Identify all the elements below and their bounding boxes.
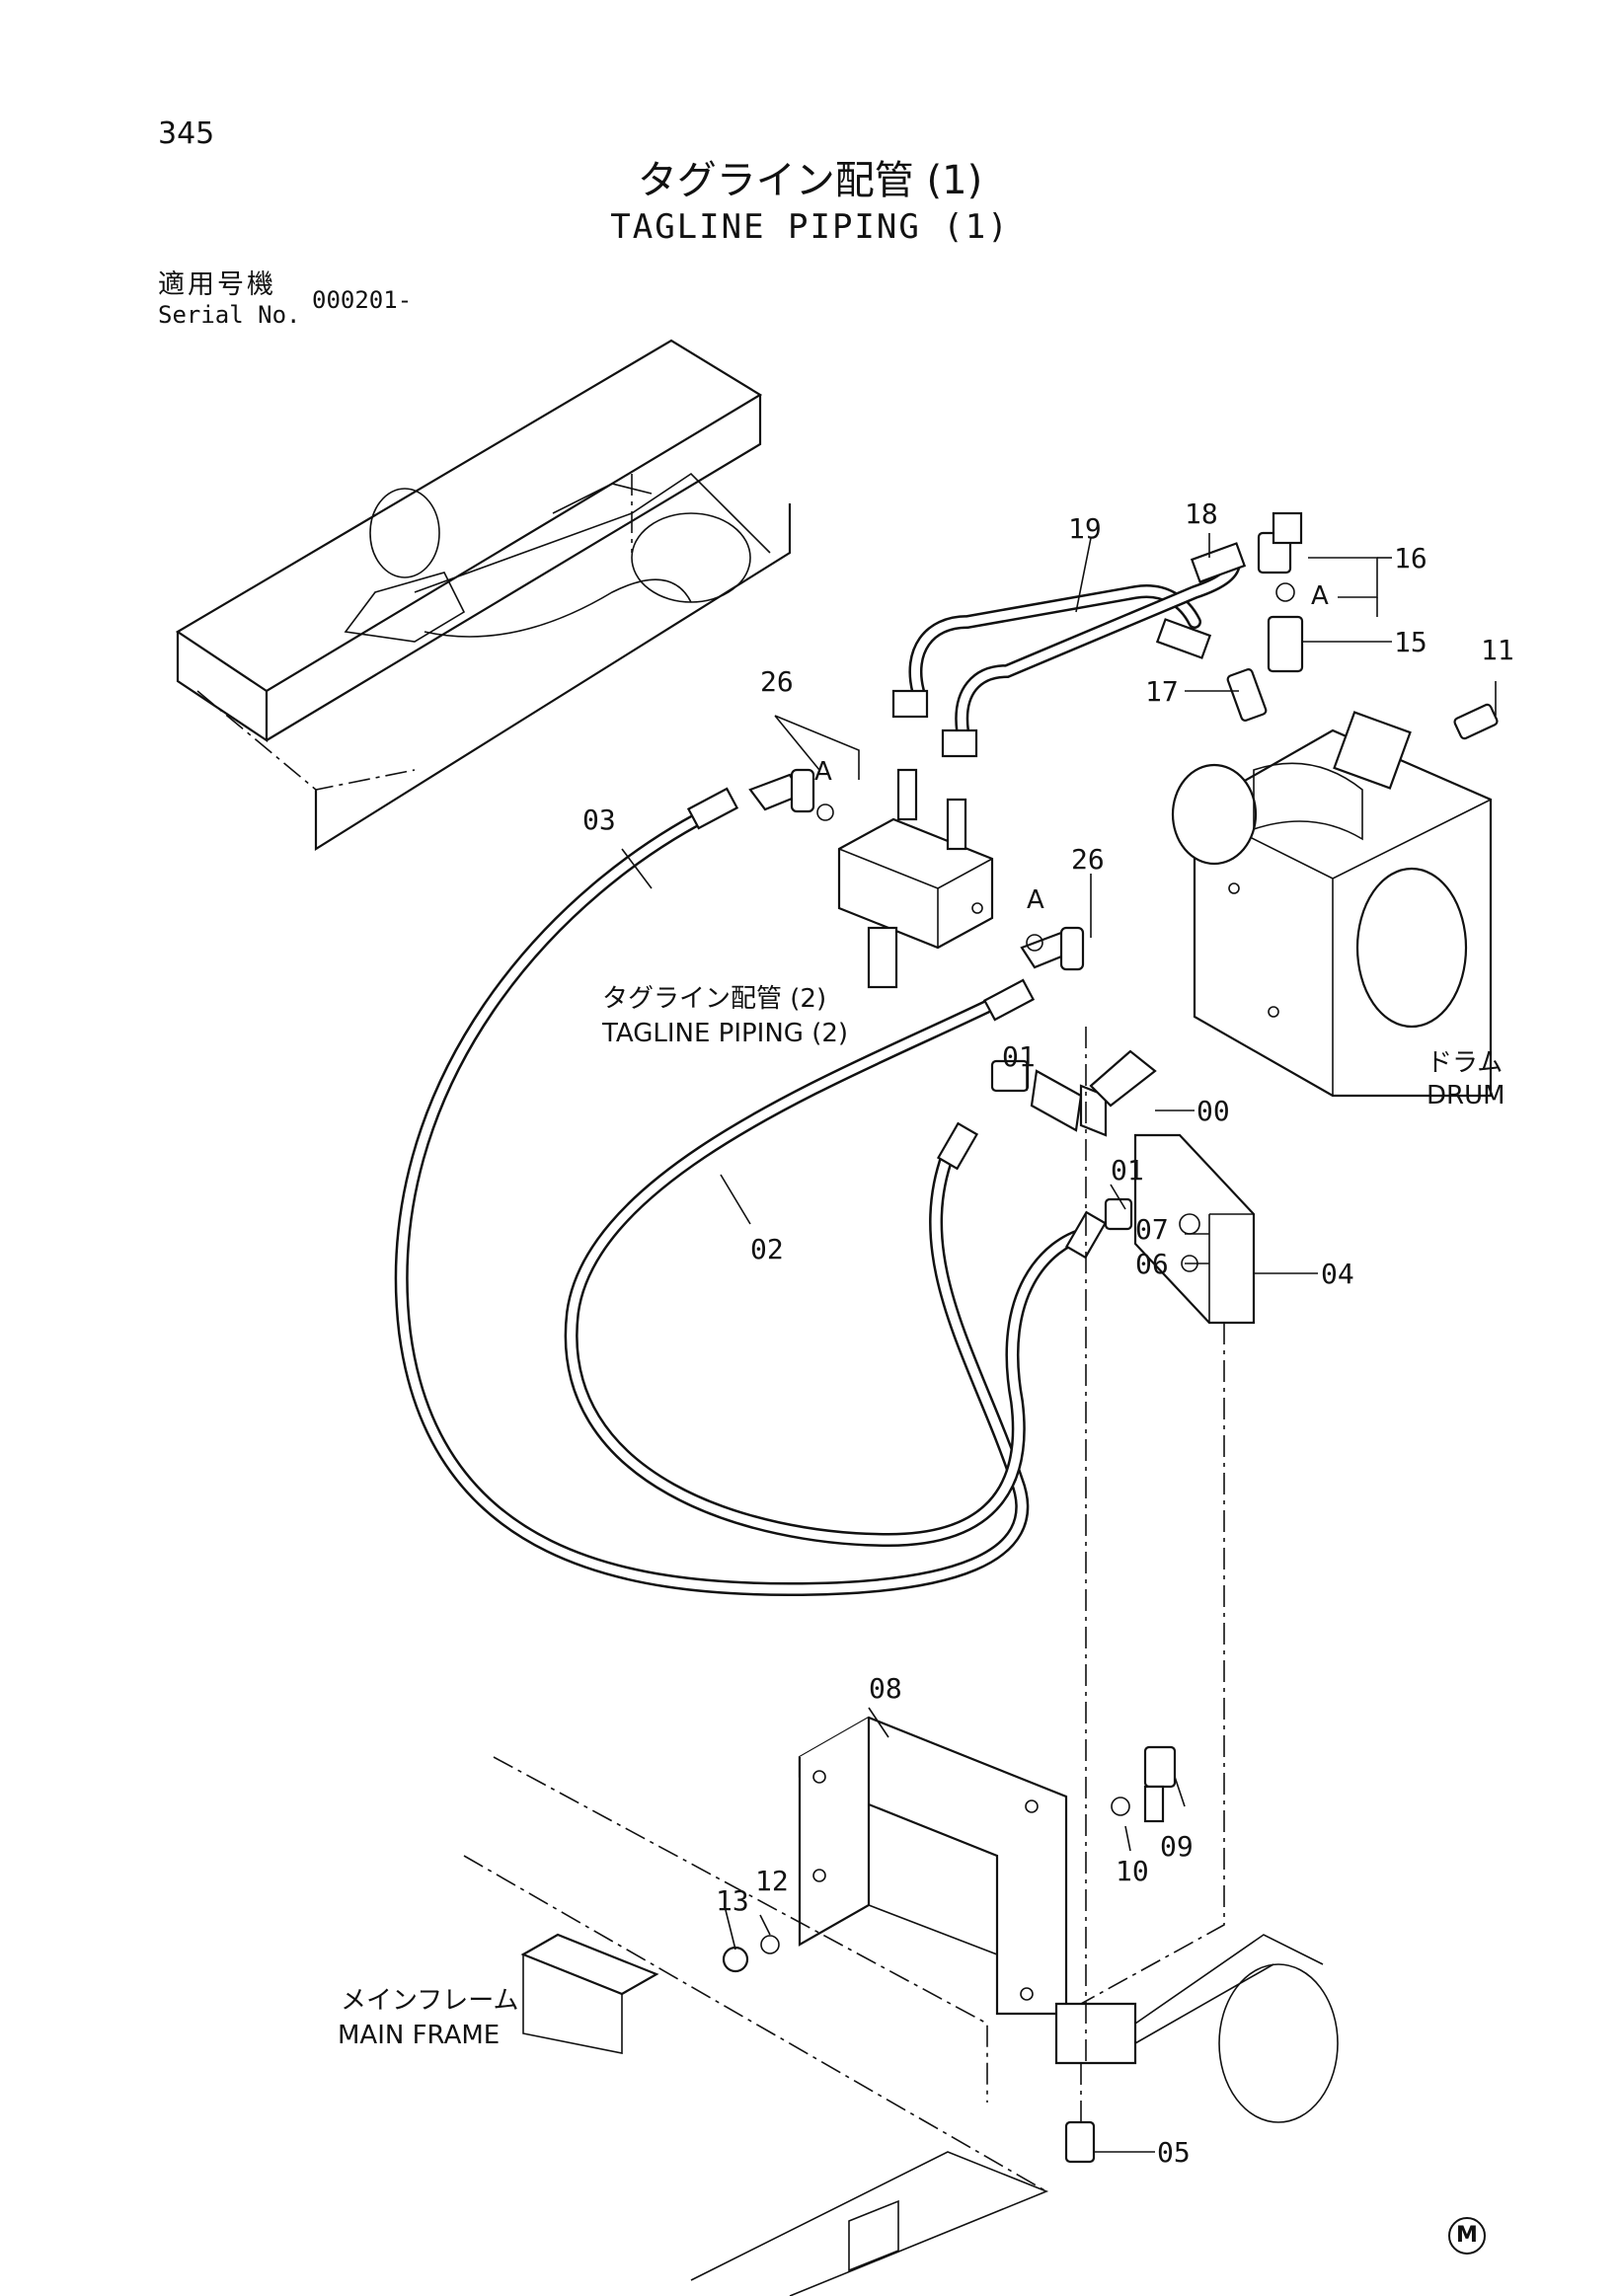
- callout-26-top: 26: [760, 665, 794, 698]
- page-title-en: TAGLINE PIPING (1): [610, 207, 1010, 247]
- callout-16: 16: [1394, 542, 1427, 574]
- detail-a-left: A: [814, 757, 832, 787]
- frame-label-en: MAIN FRAME: [338, 2021, 500, 2050]
- callout-11: 11: [1481, 634, 1514, 666]
- frame-label-ja: メインフレーム: [341, 1986, 518, 2016]
- ref-label-ja: タグライン配管 (2): [602, 984, 826, 1014]
- callout-02: 02: [750, 1233, 784, 1265]
- tee-fittings: [990, 1049, 1157, 1231]
- bracket-08: [722, 1716, 1177, 2164]
- drum-fittings: [1226, 511, 1499, 740]
- callout-13: 13: [716, 1884, 749, 1917]
- page-number: 345: [158, 116, 215, 151]
- callout-07: 07: [1135, 1213, 1169, 1246]
- footer-mark: M: [1448, 2217, 1486, 2255]
- page-title-ja: タグライン配管 (1): [637, 158, 983, 203]
- callout-12: 12: [755, 1865, 789, 1897]
- serial-label-en: Serial No.: [158, 301, 301, 329]
- hose-fittings: [686, 542, 1247, 1260]
- main-frame: [463, 1027, 1339, 2296]
- elbow-fittings-26: [748, 768, 1085, 971]
- bracket-04: [1133, 1133, 1256, 1325]
- callout-15: 15: [1394, 626, 1427, 658]
- detail-a-right: A: [1027, 885, 1044, 915]
- callout-26-right: 26: [1071, 843, 1105, 876]
- callout-10: 10: [1116, 1855, 1149, 1887]
- callout-17: 17: [1145, 675, 1179, 708]
- callout-19: 19: [1068, 512, 1102, 545]
- callout-01-top: 01: [1002, 1040, 1036, 1073]
- valve-block: [837, 768, 994, 989]
- detail-a-top: A: [1311, 581, 1329, 611]
- serial-value: 000201-: [312, 286, 413, 314]
- callout-09: 09: [1160, 1830, 1194, 1863]
- drum-assembly: [1171, 711, 1493, 1098]
- overview-machine-sketch: [175, 339, 792, 851]
- ref-label-en: TAGLINE PIPING (2): [601, 1019, 848, 1048]
- callout-01-right: 01: [1111, 1154, 1144, 1186]
- callout-03: 03: [582, 804, 616, 836]
- drum-label-ja: ドラム: [1427, 1048, 1503, 1078]
- serial-label-ja: 適用号機: [158, 269, 276, 300]
- leader-lines: [621, 533, 1497, 2153]
- callout-06: 06: [1135, 1248, 1169, 1280]
- callout-18: 18: [1185, 497, 1218, 530]
- callout-04: 04: [1321, 1258, 1354, 1290]
- callout-00: 00: [1196, 1095, 1230, 1127]
- hose-assembly: [394, 556, 1241, 1597]
- callout-08: 08: [869, 1672, 902, 1705]
- drum-label-en: DRUM: [1427, 1081, 1505, 1110]
- callout-05: 05: [1157, 2136, 1191, 2169]
